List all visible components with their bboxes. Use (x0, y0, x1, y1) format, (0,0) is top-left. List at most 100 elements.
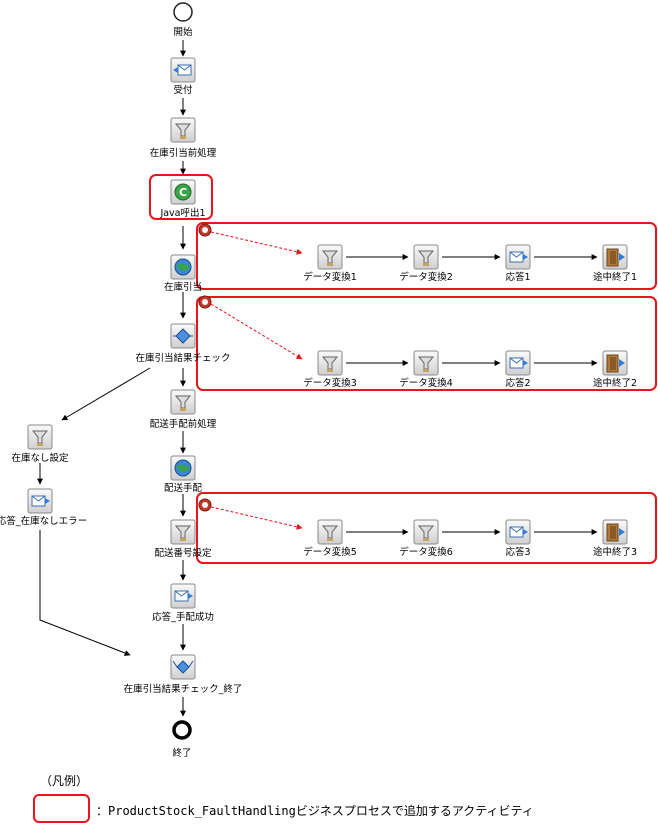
fault-node-reply: 応答2 (505, 350, 531, 389)
fault-row-1: データ変換1 データ変換2 応答1 途中終了1 (198, 223, 637, 283)
circle-start-icon (173, 2, 193, 22)
fault-node-label: 途中終了3 (593, 546, 637, 558)
fault-node-conv-a: データ変換5 (303, 519, 357, 558)
node-stock-check: 在庫引当結果チェック (135, 323, 231, 364)
fault-handler-icon (198, 498, 212, 512)
fault-node-label: データ変換2 (399, 271, 453, 283)
node-ship: 配送手配 (164, 455, 203, 494)
stock-check-label: 在庫引当結果チェック (135, 352, 230, 364)
node-stock-alloc: 在庫引当 (164, 254, 202, 293)
fault-node-conv-a: データ変換3 (303, 350, 357, 389)
fault-node-label: データ変換3 (303, 377, 357, 389)
ship-no-label: 配送番号設定 (154, 547, 212, 559)
fault-node-label: 応答2 (505, 377, 530, 389)
envelope-receive-icon (173, 64, 192, 76)
fault-node-conv-b: データ変換6 (399, 519, 453, 558)
fault-node-label: データ変換1 (303, 271, 357, 283)
fault-handler-icon (198, 295, 212, 309)
funnel-transform-icon (417, 356, 435, 372)
funnel-transform-icon (174, 525, 192, 541)
envelope-reply-icon (509, 251, 528, 263)
check-end-label: 在庫引当結果チェック_終了 (124, 683, 243, 695)
fault-edge (210, 231, 303, 255)
edge-check-nostock (61, 367, 151, 421)
start-label: 開始 (173, 26, 193, 38)
fault-node-label: データ変換5 (303, 546, 357, 558)
highlight-java-call (149, 174, 213, 220)
highlight-boxes (149, 174, 657, 564)
envelope-reply-icon (31, 495, 50, 507)
door-exit-icon (606, 523, 625, 542)
java-call-label: Java呼出1 (159, 207, 205, 219)
fault-handler-rows: データ変換1 データ変換2 応答1 途中終了1 データ変換3 データ変換4 応答2 途中終了2… (198, 223, 637, 558)
switch-diamond-icon (173, 328, 193, 344)
funnel-transform-icon (321, 525, 339, 541)
envelope-reply-icon (509, 357, 528, 369)
fault-node-conv-b: データ変換4 (399, 350, 453, 389)
fault-node-terminate: 途中終了3 (593, 519, 637, 558)
fault-node-reply: 応答1 (505, 244, 531, 283)
node-reply-no-stock: 応答_在庫なしエラー (0, 488, 87, 527)
funnel-transform-icon (321, 356, 339, 372)
envelope-reply-icon (509, 526, 528, 538)
fault-node-label: データ変換4 (399, 377, 453, 389)
fault-edge (210, 506, 303, 530)
svg-text:C: C (179, 186, 187, 199)
fault-edge (210, 303, 303, 360)
pre-ship-label: 配送手配前処理 (150, 418, 217, 430)
no-stock-set-label: 在庫なし設定 (11, 452, 69, 464)
node-no-stock-set: 在庫なし設定 (11, 424, 69, 464)
fault-node-terminate: 途中終了2 (593, 350, 637, 389)
circle-end-icon (172, 720, 192, 740)
java-call-icon: C (174, 183, 192, 201)
fault-handler-icon (198, 223, 212, 237)
funnel-transform-icon (321, 250, 339, 266)
node-pre-ship: 配送手配前処理 (150, 389, 217, 430)
legend-title: （凡例） (40, 774, 89, 788)
highlight-fault-row-2 (196, 296, 657, 391)
node-receive: 受付 (170, 57, 196, 96)
fault-node-terminate: 途中終了1 (593, 244, 637, 283)
start-node: 開始 (173, 2, 193, 38)
reply-no-stock-label: 応答_在庫なしエラー (0, 515, 87, 527)
end-node: 終了 (172, 720, 192, 759)
legend-description: ：ProductStock_FaultHandlingビジネスプロセスで追加する… (96, 804, 534, 818)
highlight-fault-row-3 (196, 492, 657, 564)
envelope-reply-icon (174, 590, 193, 602)
fault-node-label: 応答1 (505, 271, 530, 283)
ship-label: 配送手配 (164, 482, 203, 494)
end-label: 終了 (172, 747, 191, 759)
node-ship-no: 配送番号設定 (154, 519, 212, 559)
funnel-transform-icon (174, 395, 192, 411)
stock-alloc-label: 在庫引当 (164, 281, 202, 293)
fault-node-conv-b: データ変換2 (399, 244, 453, 283)
funnel-transform-icon (174, 123, 192, 139)
funnel-transform-icon (31, 430, 49, 446)
globe-invoke-icon (174, 459, 192, 477)
door-exit-icon (606, 354, 625, 373)
receive-label: 受付 (173, 84, 193, 96)
door-exit-icon (606, 248, 625, 267)
fault-node-label: 途中終了2 (593, 377, 637, 389)
reply-ship-ok-label: 応答_手配成功 (152, 611, 214, 623)
fault-row-2: データ変換3 データ変換4 応答2 途中終了2 (198, 295, 637, 389)
pre-stock-label: 在庫引当前処理 (150, 147, 217, 159)
globe-invoke-icon (174, 258, 192, 276)
fault-node-label: 応答3 (505, 546, 530, 558)
fault-node-label: 途中終了1 (593, 271, 637, 283)
edges (37, 40, 186, 717)
legend-sample-box (33, 794, 90, 823)
highlight-fault-row-1 (196, 222, 657, 290)
fault-node-conv-a: データ変換1 (303, 244, 357, 283)
funnel-transform-icon (417, 525, 435, 541)
fault-node-label: データ変換6 (399, 546, 453, 558)
switch-diamond-icon (172, 660, 194, 674)
node-reply-ship-ok: 応答_手配成功 (152, 583, 214, 623)
edge-reply-nostock-merge (39, 530, 131, 656)
fault-node-reply: 応答3 (505, 519, 531, 558)
funnel-transform-icon (417, 250, 435, 266)
node-pre-stock: 在庫引当前処理 (150, 117, 217, 159)
node-check-end: 在庫引当結果チェック_終了 (124, 654, 243, 695)
fault-row-3: データ変換5 データ変換6 応答3 途中終了3 (198, 498, 637, 558)
